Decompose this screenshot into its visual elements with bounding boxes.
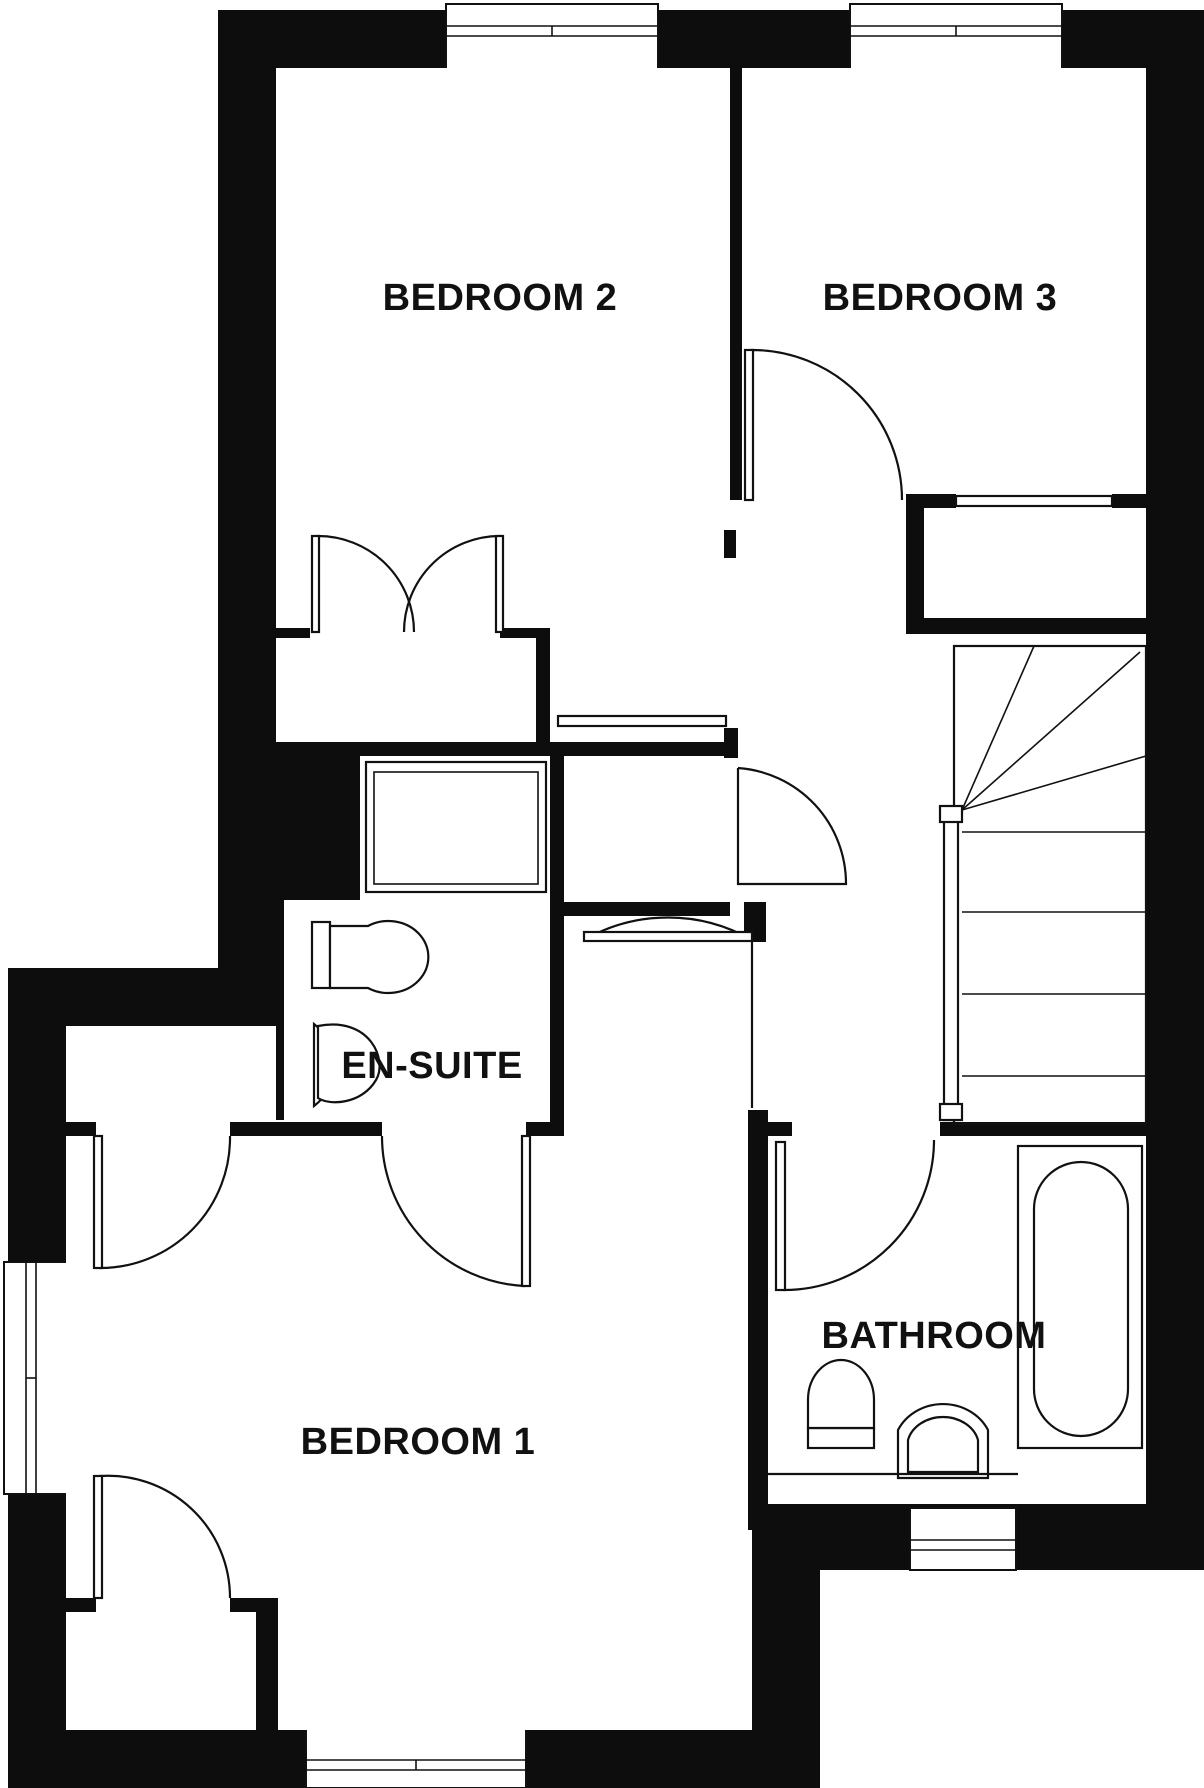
floor-bedroom1 (66, 1026, 768, 1730)
label-bedroom1: BEDROOM 1 (301, 1421, 536, 1463)
wall-bed3-cupboard-bottom (906, 618, 1146, 634)
label-ensuite: EN-SUITE (341, 1045, 522, 1087)
wall-wardrobe-bottom (276, 742, 550, 756)
wall-right (1146, 10, 1204, 1570)
wall-bath-top-a (768, 1122, 792, 1136)
door-bed3-cupboard-sliding[interactable] (954, 494, 1114, 508)
wall-bed3-cupboard-top-b (1112, 494, 1146, 508)
wall-ensuite-left (276, 900, 284, 1120)
room-labels: BEDROOM 2 BEDROOM 3 EN-SUITE BATHROOM BE… (301, 277, 1058, 1463)
bathtub (1016, 1144, 1144, 1450)
window-bedroom1-side (3, 1261, 71, 1495)
window-bedroom3 (849, 3, 1063, 71)
door-wardrobe-left[interactable] (316, 534, 416, 633)
wall-wardrobe-right (536, 628, 550, 756)
door-bedroom3[interactable] (750, 348, 904, 501)
wall-bed1-bath-lower (752, 1520, 768, 1730)
fixtures (310, 760, 1144, 1480)
window-bedroom1-bottom (305, 1723, 527, 1788)
internal-walls (66, 60, 1146, 1730)
bathroom-basin (896, 1402, 990, 1480)
door-bedroom2-sliding[interactable] (556, 714, 728, 728)
wall-bed1-cupboard-right (256, 1598, 278, 1730)
door-bed1-wardrobe-lower[interactable] (98, 1474, 232, 1599)
wall-bed1-bath (748, 1110, 768, 1530)
wall-bed1-top-c (526, 1122, 564, 1136)
wall-filler-corner (218, 900, 276, 1030)
label-bedroom2: BEDROOM 2 (383, 277, 618, 319)
wall-filler-left (218, 740, 360, 900)
window-bedroom2 (445, 3, 659, 71)
wall-bed2-bed3 (730, 60, 742, 500)
wall-cupboard-bottom (560, 902, 730, 916)
ensuite-toilet (310, 919, 430, 995)
wall-bottom-right-vert (768, 1504, 820, 1788)
door-ensuite[interactable] (380, 1135, 526, 1288)
floor-upper (276, 68, 1146, 744)
wall-bed2-landing (550, 742, 734, 756)
wall-bed3-cupboard-left (906, 494, 924, 634)
wall-bed3-cupboard-top-a (906, 494, 956, 508)
label-bedroom3: BEDROOM 3 (823, 277, 1058, 319)
stair-banister (942, 808, 960, 1122)
wall-bed2-bed3-stub (724, 530, 736, 558)
door-wardrobe-right[interactable] (402, 534, 502, 633)
wall-wardrobe-top-right (500, 628, 550, 638)
wall-bed1-cupboard-top-left (66, 1598, 96, 1612)
wall-bed1-top-b (230, 1122, 382, 1136)
staircase (938, 644, 1148, 1126)
cupboard-tank (364, 760, 548, 894)
windows (3, 3, 1063, 1788)
ensuite-basin (312, 1021, 381, 1109)
wall-bed2-landing-stub (724, 728, 738, 758)
label-bathroom: BATHROOM (822, 1315, 1047, 1357)
wall-bed1-cupboard-top (230, 1598, 278, 1612)
door-cupboard[interactable] (736, 766, 848, 886)
door-bed1-wardrobe-upper[interactable] (98, 1135, 232, 1270)
doors (92, 348, 1114, 1600)
wall-wardrobe-top-left (276, 628, 310, 638)
wall-bath-top-b (940, 1122, 1146, 1136)
wall-cupboard-right (550, 756, 564, 1136)
door-bathroom[interactable] (782, 1139, 936, 1292)
window-bathroom (909, 1507, 1017, 1571)
bathroom-toilet (806, 1358, 876, 1450)
wall-bed1-top-a (66, 1122, 96, 1136)
